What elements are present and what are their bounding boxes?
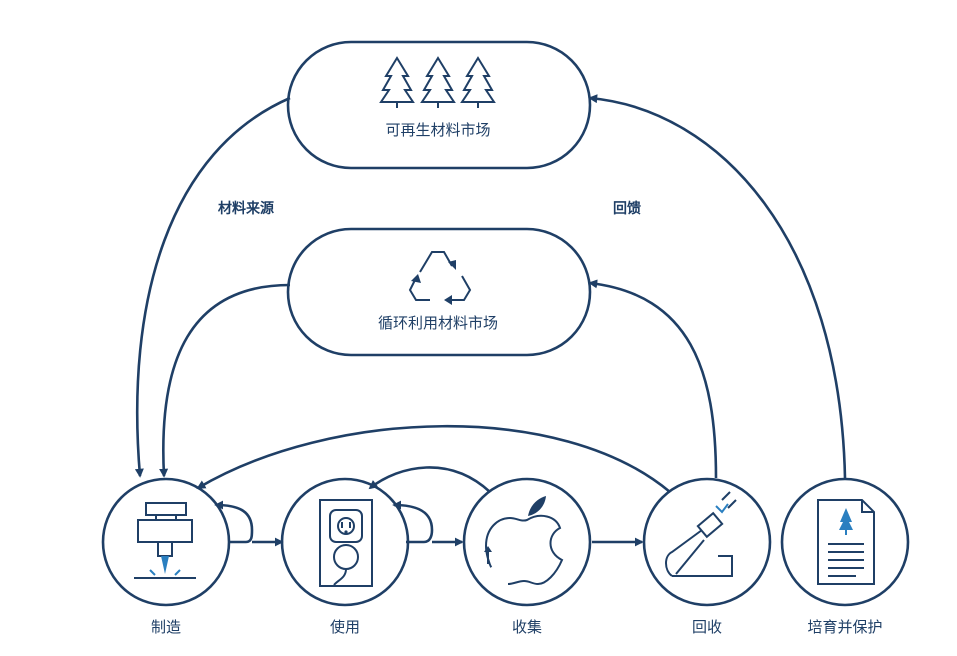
apple-icon (484, 496, 564, 587)
node-collect: 收集 (462, 477, 592, 636)
unplug-icon (665, 491, 737, 577)
node-manufacture: 制造 (101, 477, 231, 636)
recycled-market-label: 循环利用材料市场 (378, 314, 498, 332)
drill-icon (134, 502, 196, 579)
node-recovery: 回收 (642, 477, 772, 636)
tree-icon (379, 56, 496, 108)
renewable-market-label: 可再生材料市场 (385, 121, 490, 139)
node-grow-protect-label: 培育并保护 (807, 618, 882, 636)
node-use-label: 使用 (330, 618, 360, 636)
document-tree-icon (817, 499, 875, 585)
renewable-market: 可再生材料市场 (286, 40, 592, 170)
node-recovery-label: 回收 (692, 618, 722, 636)
node-collect-label: 收集 (512, 618, 542, 636)
feedback-flow-label: 回馈 (613, 200, 641, 217)
node-grow-protect: 培育并保护 (780, 477, 910, 636)
node-use: 使用 (280, 477, 410, 636)
flow-arrows (134, 94, 847, 547)
recycled-market: 循环利用材料市场 (286, 227, 592, 357)
outlet-icon (319, 499, 373, 587)
source-flow-label: 材料来源 (218, 200, 274, 217)
recycle-icon (408, 251, 472, 305)
node-manufacture-label: 制造 (151, 618, 181, 636)
